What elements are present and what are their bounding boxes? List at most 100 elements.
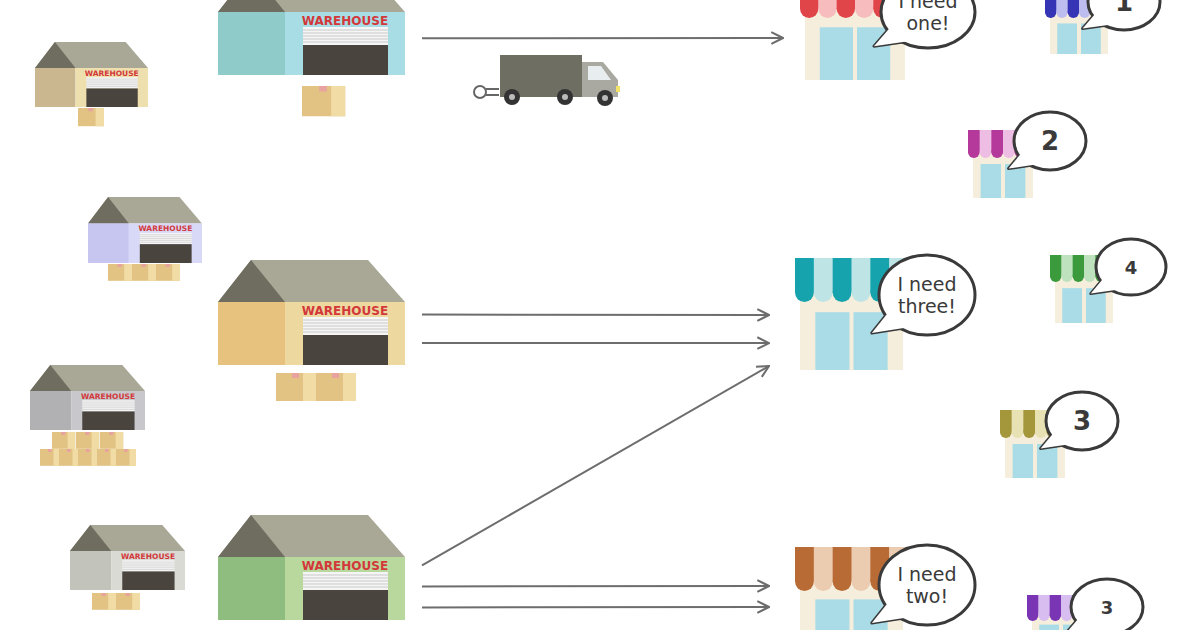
store-part xyxy=(1068,7,1079,18)
cardboard-box xyxy=(100,432,123,449)
store-part xyxy=(1003,146,1015,158)
store-part xyxy=(874,25,912,47)
cardboard-box xyxy=(302,86,345,116)
callout-number: 3 xyxy=(1073,406,1091,436)
warehouse-sign: WAREHOUSE xyxy=(285,560,405,572)
warehouse-part xyxy=(303,590,388,620)
warehouse-part xyxy=(303,320,388,321)
store-part xyxy=(852,572,871,591)
warehouse-part xyxy=(71,391,145,430)
warehouse-sign: WAREHOUSE xyxy=(285,305,405,317)
warehouse-part xyxy=(122,567,174,568)
store-part xyxy=(1038,610,1049,621)
speech-bubble: 2 xyxy=(1014,112,1086,170)
truck-wheel xyxy=(557,89,573,105)
warehouse-part xyxy=(140,244,192,263)
warehouse-part xyxy=(303,39,388,40)
store: 2 xyxy=(966,110,1090,200)
warehouse-part xyxy=(35,42,148,68)
warehouse-part xyxy=(303,584,388,585)
store-part xyxy=(814,283,833,302)
store-part xyxy=(1035,426,1047,438)
store-part xyxy=(1050,271,1061,282)
warehouse-part xyxy=(140,240,192,241)
store-part xyxy=(814,572,833,591)
warehouse-part xyxy=(303,329,388,330)
warehouse-part xyxy=(122,560,174,571)
store-part xyxy=(980,146,992,158)
speech-bubble: I need three! xyxy=(879,255,975,335)
warehouse-part xyxy=(82,404,134,405)
store-part xyxy=(968,146,980,158)
warehouse: WAREHOUSE xyxy=(35,42,148,107)
store-part xyxy=(1056,7,1067,18)
delivery-arrow xyxy=(422,606,769,608)
store-part xyxy=(872,599,910,623)
warehouse-part xyxy=(218,515,285,557)
store-part xyxy=(800,0,818,18)
store-part xyxy=(1084,271,1095,282)
warehouse-part xyxy=(88,197,202,223)
store-part xyxy=(1091,277,1119,294)
store-part xyxy=(815,599,849,630)
store-part xyxy=(1009,151,1038,168)
warehouse-part xyxy=(70,525,185,551)
store-part xyxy=(1041,431,1070,448)
delivery-truck xyxy=(474,55,620,106)
warehouse-part xyxy=(129,223,202,263)
warehouse-part xyxy=(75,68,148,107)
store-part xyxy=(1027,610,1038,621)
warehouse-part xyxy=(303,332,388,333)
warehouse-part xyxy=(88,223,129,263)
warehouse: WAREHOUSE xyxy=(218,515,405,620)
cardboard-box xyxy=(97,449,117,466)
store-drawing xyxy=(793,543,983,630)
cardboard-box xyxy=(92,593,116,610)
cardboard-box xyxy=(52,432,75,449)
warehouse-part xyxy=(35,42,75,68)
store-part xyxy=(795,572,814,591)
warehouse-part xyxy=(218,260,285,302)
warehouse-part xyxy=(82,411,134,430)
bubble-text: I need three! xyxy=(885,273,969,317)
store-part xyxy=(1057,23,1077,54)
store-part xyxy=(1062,288,1082,323)
warehouse-part xyxy=(30,365,71,391)
store-part xyxy=(1050,610,1061,621)
warehouse: WAREHOUSE xyxy=(218,260,405,365)
warehouse-part xyxy=(86,81,137,82)
store-part xyxy=(815,312,849,370)
truck-wheel xyxy=(504,89,520,105)
speech-bubble: I need one! xyxy=(881,0,975,48)
cardboard-box xyxy=(78,108,104,126)
speech-bubble: 3 xyxy=(1046,392,1118,450)
warehouse-part xyxy=(303,581,388,582)
store-drawing xyxy=(1048,237,1170,325)
warehouse-part xyxy=(303,45,388,75)
warehouse-part xyxy=(218,515,405,557)
cardboard-box xyxy=(116,449,136,466)
warehouse-part xyxy=(140,234,192,235)
warehouse-part xyxy=(218,302,285,365)
store: I need three! xyxy=(793,253,983,370)
warehouse-part xyxy=(303,587,388,588)
warehouse-part xyxy=(303,30,388,31)
delivery-arrow xyxy=(422,37,783,39)
store: 3 xyxy=(1025,577,1147,630)
warehouse-part xyxy=(218,557,285,620)
warehouse-part xyxy=(86,86,137,87)
store-part xyxy=(833,283,852,302)
store-part xyxy=(1061,271,1072,282)
store: 1 xyxy=(1043,0,1163,56)
warehouse-part xyxy=(303,36,388,37)
warehouse-part xyxy=(86,88,137,107)
store-part xyxy=(1039,625,1059,630)
store: I need one! xyxy=(795,0,980,80)
warehouse-part xyxy=(303,335,388,365)
warehouse-part xyxy=(303,572,388,590)
callout-number: 1 xyxy=(1115,0,1133,17)
delivery-arrow xyxy=(422,342,769,344)
store-part xyxy=(1013,444,1033,478)
warehouse-drawing xyxy=(218,0,405,75)
